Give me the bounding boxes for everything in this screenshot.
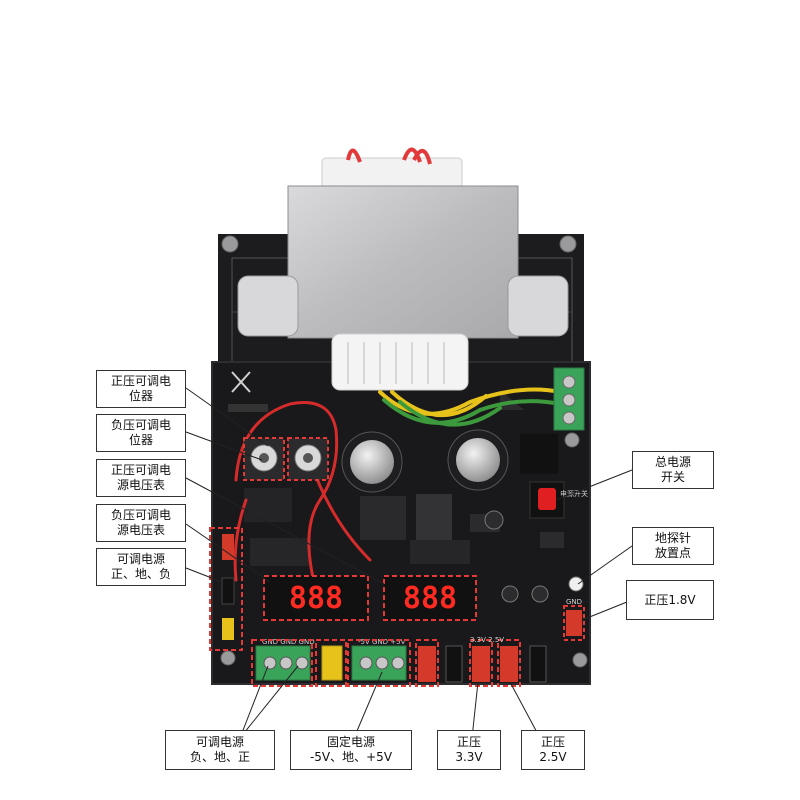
- silk-gnd-left: GND GND GND: [262, 638, 315, 646]
- power-switch: 电源开关: [529, 481, 588, 519]
- silk-voltages: 3.3V 2.5V: [470, 636, 504, 644]
- power-switch-silk: 电源开关: [560, 489, 588, 498]
- callout-fixed-terminal-line2: -5V、地、+5V: [309, 750, 393, 764]
- voltage-displays: 888 888: [263, 575, 477, 621]
- callout-gnd-probe-line1: 地探针: [654, 531, 691, 545]
- capacitors: [341, 429, 549, 603]
- callout-adj-terminal-line2: 负、地、正: [189, 750, 250, 764]
- callout-adjustable-terminal: 可调电源 负、地、正: [165, 730, 275, 770]
- callout-main-switch-line2: 开关: [660, 470, 685, 484]
- callout-positive-3v3: 正压 3.3V: [437, 730, 501, 770]
- callout-fixed-terminal-line1: 固定电源: [326, 735, 375, 749]
- callout-pos-3v3-line2: 3.3V: [455, 750, 483, 764]
- callout-positive-1v8: 正压1.8V: [626, 580, 714, 620]
- callout-neg-pot-line1: 负压可调电: [110, 418, 171, 432]
- bottom-terminals: GND GND GND -5V GND +5V 3.3V 2.5V: [251, 636, 547, 687]
- callout-pos-2v5-line1: 正压: [540, 735, 565, 749]
- right-display-digits: 888: [403, 581, 457, 616]
- callout-adj-terminal-line1: 可调电源: [195, 735, 244, 749]
- callout-positive-voltmeter: 正压可调电 源电压表: [96, 459, 186, 497]
- leader-lines: [185, 387, 633, 739]
- callout-pos-1v8-line1: 正压1.8V: [644, 592, 696, 607]
- callout-pos-3v3-line1: 正压: [456, 735, 481, 749]
- callout-main-switch-line1: 总电源: [654, 455, 691, 469]
- transformer: [237, 147, 569, 391]
- callout-ground-probe-point: 地探针 放置点: [632, 527, 714, 565]
- left-display-digits: 888: [289, 581, 343, 616]
- callout-adj-header-line2: 正、地、负: [110, 567, 171, 581]
- callout-pos-meter-line2: 源电压表: [116, 478, 165, 492]
- right-side-parts: GND: [563, 576, 585, 641]
- callout-negative-potentiometer: 负压可调电 位器: [96, 414, 186, 452]
- callout-adj-header-line1: 可调电源: [116, 552, 165, 566]
- silk-gnd-probe: GND: [566, 598, 582, 606]
- adjustable-header: [209, 527, 243, 651]
- callout-pos-pot-line2: 位器: [128, 389, 153, 403]
- callout-pos-meter-line1: 正压可调电: [110, 463, 171, 477]
- callout-main-power-switch: 总电源 开关: [632, 451, 714, 489]
- input-terminal-block: [553, 367, 585, 431]
- callout-positive-potentiometer: 正压可调电 位器: [96, 370, 186, 408]
- callout-gnd-probe-line2: 放置点: [654, 546, 691, 560]
- callout-negative-voltmeter: 负压可调电 源电压表: [96, 504, 186, 542]
- callout-neg-meter-line2: 源电压表: [116, 523, 165, 537]
- callout-neg-pot-line2: 位器: [128, 433, 153, 447]
- callout-pos-pot-line1: 正压可调电: [110, 374, 171, 388]
- callout-pos-2v5-line2: 2.5V: [539, 750, 567, 764]
- potentiometers: [243, 437, 329, 481]
- callout-positive-2v5: 正压 2.5V: [521, 730, 585, 770]
- callout-neg-meter-line1: 负压可调电: [110, 508, 171, 522]
- pcb-board: [211, 361, 591, 685]
- callout-fixed-terminal: 固定电源 -5V、地、+5V: [290, 730, 412, 770]
- silk-fixed: -5V GND +5V: [358, 638, 406, 646]
- callout-adjustable-header: 可调电源 正、地、负: [96, 548, 186, 586]
